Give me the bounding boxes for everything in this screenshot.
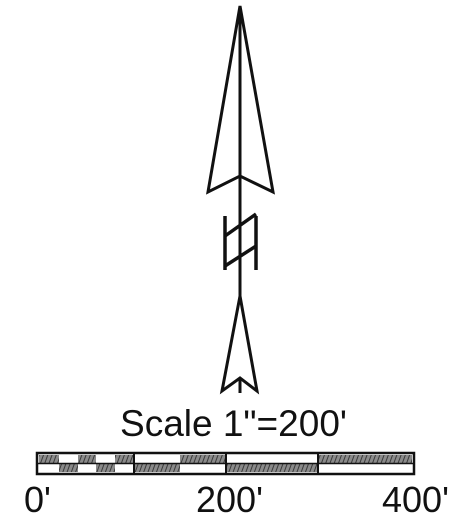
scale-bar-segment (96, 464, 115, 472)
scale-tick-label-0: 0' (24, 479, 51, 520)
scale-bar-segment (134, 464, 180, 472)
scale-bar-segment (318, 455, 412, 463)
scale-bar-segment (59, 464, 78, 472)
scale-bar-segment (39, 455, 59, 463)
north-letter-n-icon (223, 212, 258, 270)
north-arrowhead-small (219, 295, 260, 395)
scale-bar-segment (226, 455, 318, 463)
scale-bar-segment (226, 464, 318, 472)
scale-bar-segment (134, 455, 180, 463)
scale-bar-segment (180, 455, 226, 463)
scale-tick-label-200: 200' (196, 479, 263, 520)
north-arrow-icon (206, 5, 275, 395)
scale-title: Scale 1"=200' (120, 403, 347, 444)
scale-bar-segment (115, 455, 133, 463)
scale-tick-label-400: 400' (382, 479, 449, 520)
scale-bar-segment (78, 455, 96, 463)
scale-bar-icon (35, 451, 416, 476)
